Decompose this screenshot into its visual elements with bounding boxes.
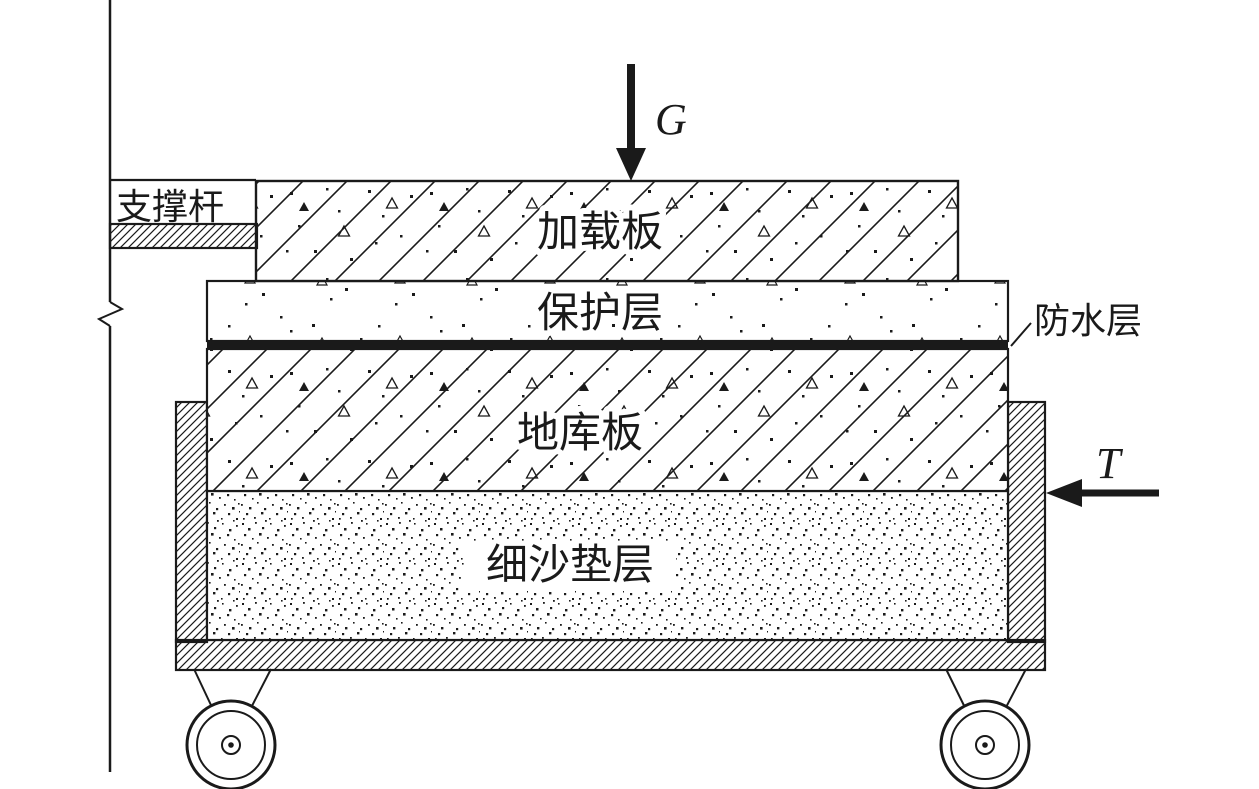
wheel-hub-circle <box>221 735 241 755</box>
right-caster <box>939 668 1031 789</box>
waterproof-band <box>207 341 1008 349</box>
wheel-axle-dot <box>982 742 988 748</box>
force-g-arrow <box>616 64 646 181</box>
sand-cushion-label: 细沙垫层 <box>486 540 654 589</box>
basement-slab-label: 地库板 <box>517 408 643 457</box>
basement-slab-layer <box>205 347 1010 493</box>
wheel-axle-dot <box>228 742 234 748</box>
sand-label-backing <box>464 541 676 591</box>
force-t-label: T <box>1096 439 1124 488</box>
support-rod <box>108 222 259 250</box>
container-tray <box>174 400 1047 672</box>
left-caster <box>185 668 277 789</box>
loading-plate-label: 加载板 <box>537 207 663 256</box>
tray-bottom <box>174 638 1047 672</box>
wheel-hub-circle <box>975 735 995 755</box>
waterproof-leader-line <box>1010 322 1032 347</box>
wheel-rim-circle <box>950 710 1020 780</box>
loading-plate-block <box>254 179 960 283</box>
support-rod-label: 支撑杆 <box>116 187 224 228</box>
protection-layer-label: 保护层 <box>537 288 663 337</box>
tray-right-wall <box>1006 400 1047 644</box>
force-t-arrow <box>1046 479 1159 507</box>
waterproof-layer-label: 防水层 <box>1034 301 1142 342</box>
wall-line <box>96 0 125 772</box>
tray-left-wall <box>174 400 209 644</box>
force-g-label: G <box>655 95 687 144</box>
wheel-rim-circle <box>196 710 266 780</box>
break-symbol <box>96 301 125 327</box>
